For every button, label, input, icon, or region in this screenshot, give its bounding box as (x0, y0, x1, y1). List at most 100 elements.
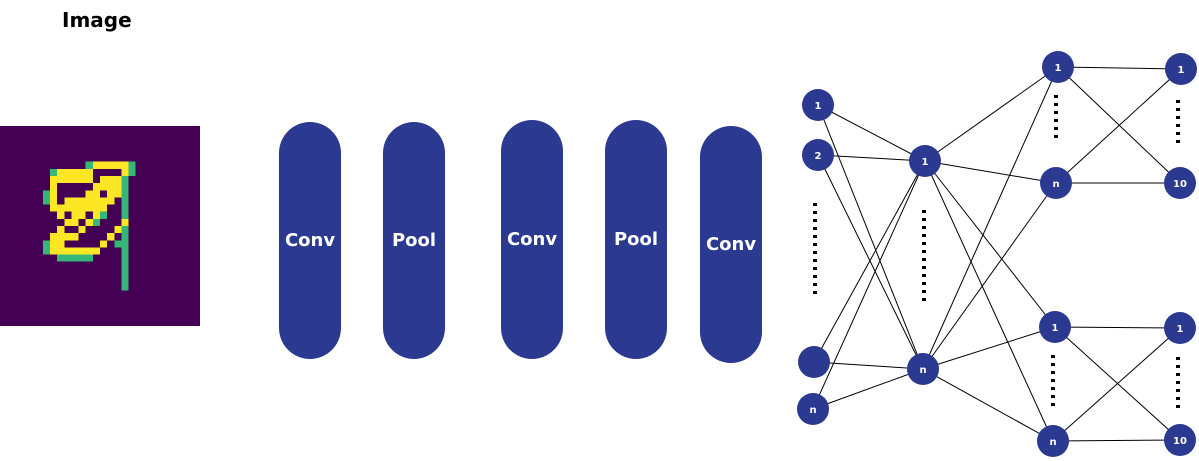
digit-pixel (121, 240, 129, 248)
bottom-branch-output-node-2-circle (1164, 424, 1196, 456)
digit-pixel (57, 240, 65, 248)
digit-pixel (121, 276, 129, 284)
network-edge (924, 160, 1054, 442)
digit-pixel (64, 247, 72, 255)
digit-pixel (71, 168, 79, 176)
network-edge (812, 368, 924, 410)
digit-pixel (64, 254, 72, 262)
network-edge (924, 160, 1056, 328)
digit-pixel (100, 240, 108, 248)
digit-pixel (57, 168, 65, 176)
digit-pixel (71, 254, 79, 262)
digit-pixel (121, 283, 129, 291)
digit-pixel (57, 226, 65, 234)
digit-pixel (78, 204, 86, 212)
digit-pixel (85, 161, 93, 169)
digit-pixel (114, 190, 122, 198)
input-node-3-circle (798, 346, 830, 378)
digit-pixel (50, 190, 58, 198)
digit-pixel (121, 268, 129, 276)
conv-layer-3-label: Conv (705, 234, 757, 255)
bottom-branch-output-node-1: 1 (1164, 312, 1196, 344)
digit-pixel (50, 197, 58, 205)
input-node-1-label: 1 (815, 101, 822, 112)
conv-layer-3: Conv (700, 126, 762, 363)
digit-pixel (114, 226, 122, 234)
conv-layer-2-label: Conv (506, 229, 558, 250)
top-branch-output-node-2-label: 10 (1173, 179, 1187, 190)
input-node-4-circle (797, 393, 829, 425)
digit-pixel (64, 233, 72, 241)
top-branch-output-node-2-circle (1164, 167, 1196, 199)
digit-pixel (114, 161, 122, 169)
top-branch-output-node-1-label: 1 (1178, 65, 1185, 76)
digit-pixel (64, 218, 72, 226)
network-edge (922, 326, 1056, 370)
digit-pixel (121, 254, 129, 262)
digit-pixel (121, 211, 129, 219)
digit-image (0, 126, 200, 326)
digit-pixel (78, 168, 86, 176)
top-branch-hidden-node-1: 1 (1042, 51, 1074, 83)
digit-pixel (57, 233, 65, 241)
network-edge (1054, 326, 1181, 329)
input-node-1-circle (802, 89, 834, 121)
ellipsis-dots (813, 95, 1180, 409)
top-branch-output-node-2: 10 (1164, 167, 1196, 199)
hidden-node-1-label: 1 (922, 157, 929, 168)
digit-pixel (121, 190, 129, 198)
digit-pixel (92, 211, 100, 219)
network-edge (817, 154, 926, 162)
hidden-node-2: n (907, 353, 939, 385)
digit-pixel (78, 176, 86, 184)
image-title: Image (62, 8, 132, 32)
network-edges (812, 66, 1182, 442)
digit-pixel (42, 190, 50, 198)
bottom-branch-output-node-1-circle (1164, 312, 1196, 344)
bottom-branch-hidden-node-2: n (1037, 425, 1069, 457)
digit-pixel (121, 204, 129, 212)
digit-pixel (100, 197, 108, 205)
digit-pixel (107, 176, 115, 184)
digit-pixel (107, 197, 115, 205)
digit-pixel (50, 204, 58, 212)
digit-pixel (57, 247, 65, 255)
network-edge (817, 104, 926, 162)
digit-pixel (85, 218, 93, 226)
digit-pixel (50, 240, 58, 248)
digit-pixel (85, 197, 93, 205)
digit-pixel (100, 183, 108, 191)
digit-pixel (85, 190, 93, 198)
digit-pixel (57, 204, 65, 212)
hidden-node-1-circle (909, 145, 941, 177)
bottom-branch-hidden-node-1-circle (1039, 311, 1071, 343)
pool-layer-2-label: Pool (613, 229, 659, 250)
network-edge (924, 66, 1059, 162)
bottom-branch-hidden-node-1-label: 1 (1052, 323, 1059, 334)
digit-pixel (107, 190, 115, 198)
top-branch-hidden-node-2-circle (1040, 167, 1072, 199)
digit-pixel (42, 240, 50, 248)
digit-pixel (100, 211, 108, 219)
bottom-branch-output-node-2-label: 10 (1173, 436, 1187, 447)
digit-pixel (42, 197, 50, 205)
digit-pixel (57, 176, 65, 184)
digit-pixel (100, 204, 108, 212)
top-branch-output-node-1-circle (1165, 53, 1197, 85)
pool-layer-2: Pool (605, 120, 667, 359)
digit-pixel (78, 226, 86, 234)
hidden-node-1: 1 (909, 145, 941, 177)
digit-pixel (121, 247, 129, 255)
digit-pixel (50, 176, 58, 184)
digit-pixel (85, 247, 93, 255)
digit-pixel (64, 168, 72, 176)
input-node-1: 1 (802, 89, 834, 121)
digit-pixel (42, 247, 50, 255)
top-branch-output-node-1: 1 (1165, 53, 1197, 85)
digit-pixel (64, 204, 72, 212)
digit-pixel (71, 197, 79, 205)
bottom-branch-hidden-node-2-label: n (1049, 437, 1056, 448)
input-node-4-label: n (809, 405, 816, 416)
top-branch-hidden-node-2: n (1040, 167, 1072, 199)
